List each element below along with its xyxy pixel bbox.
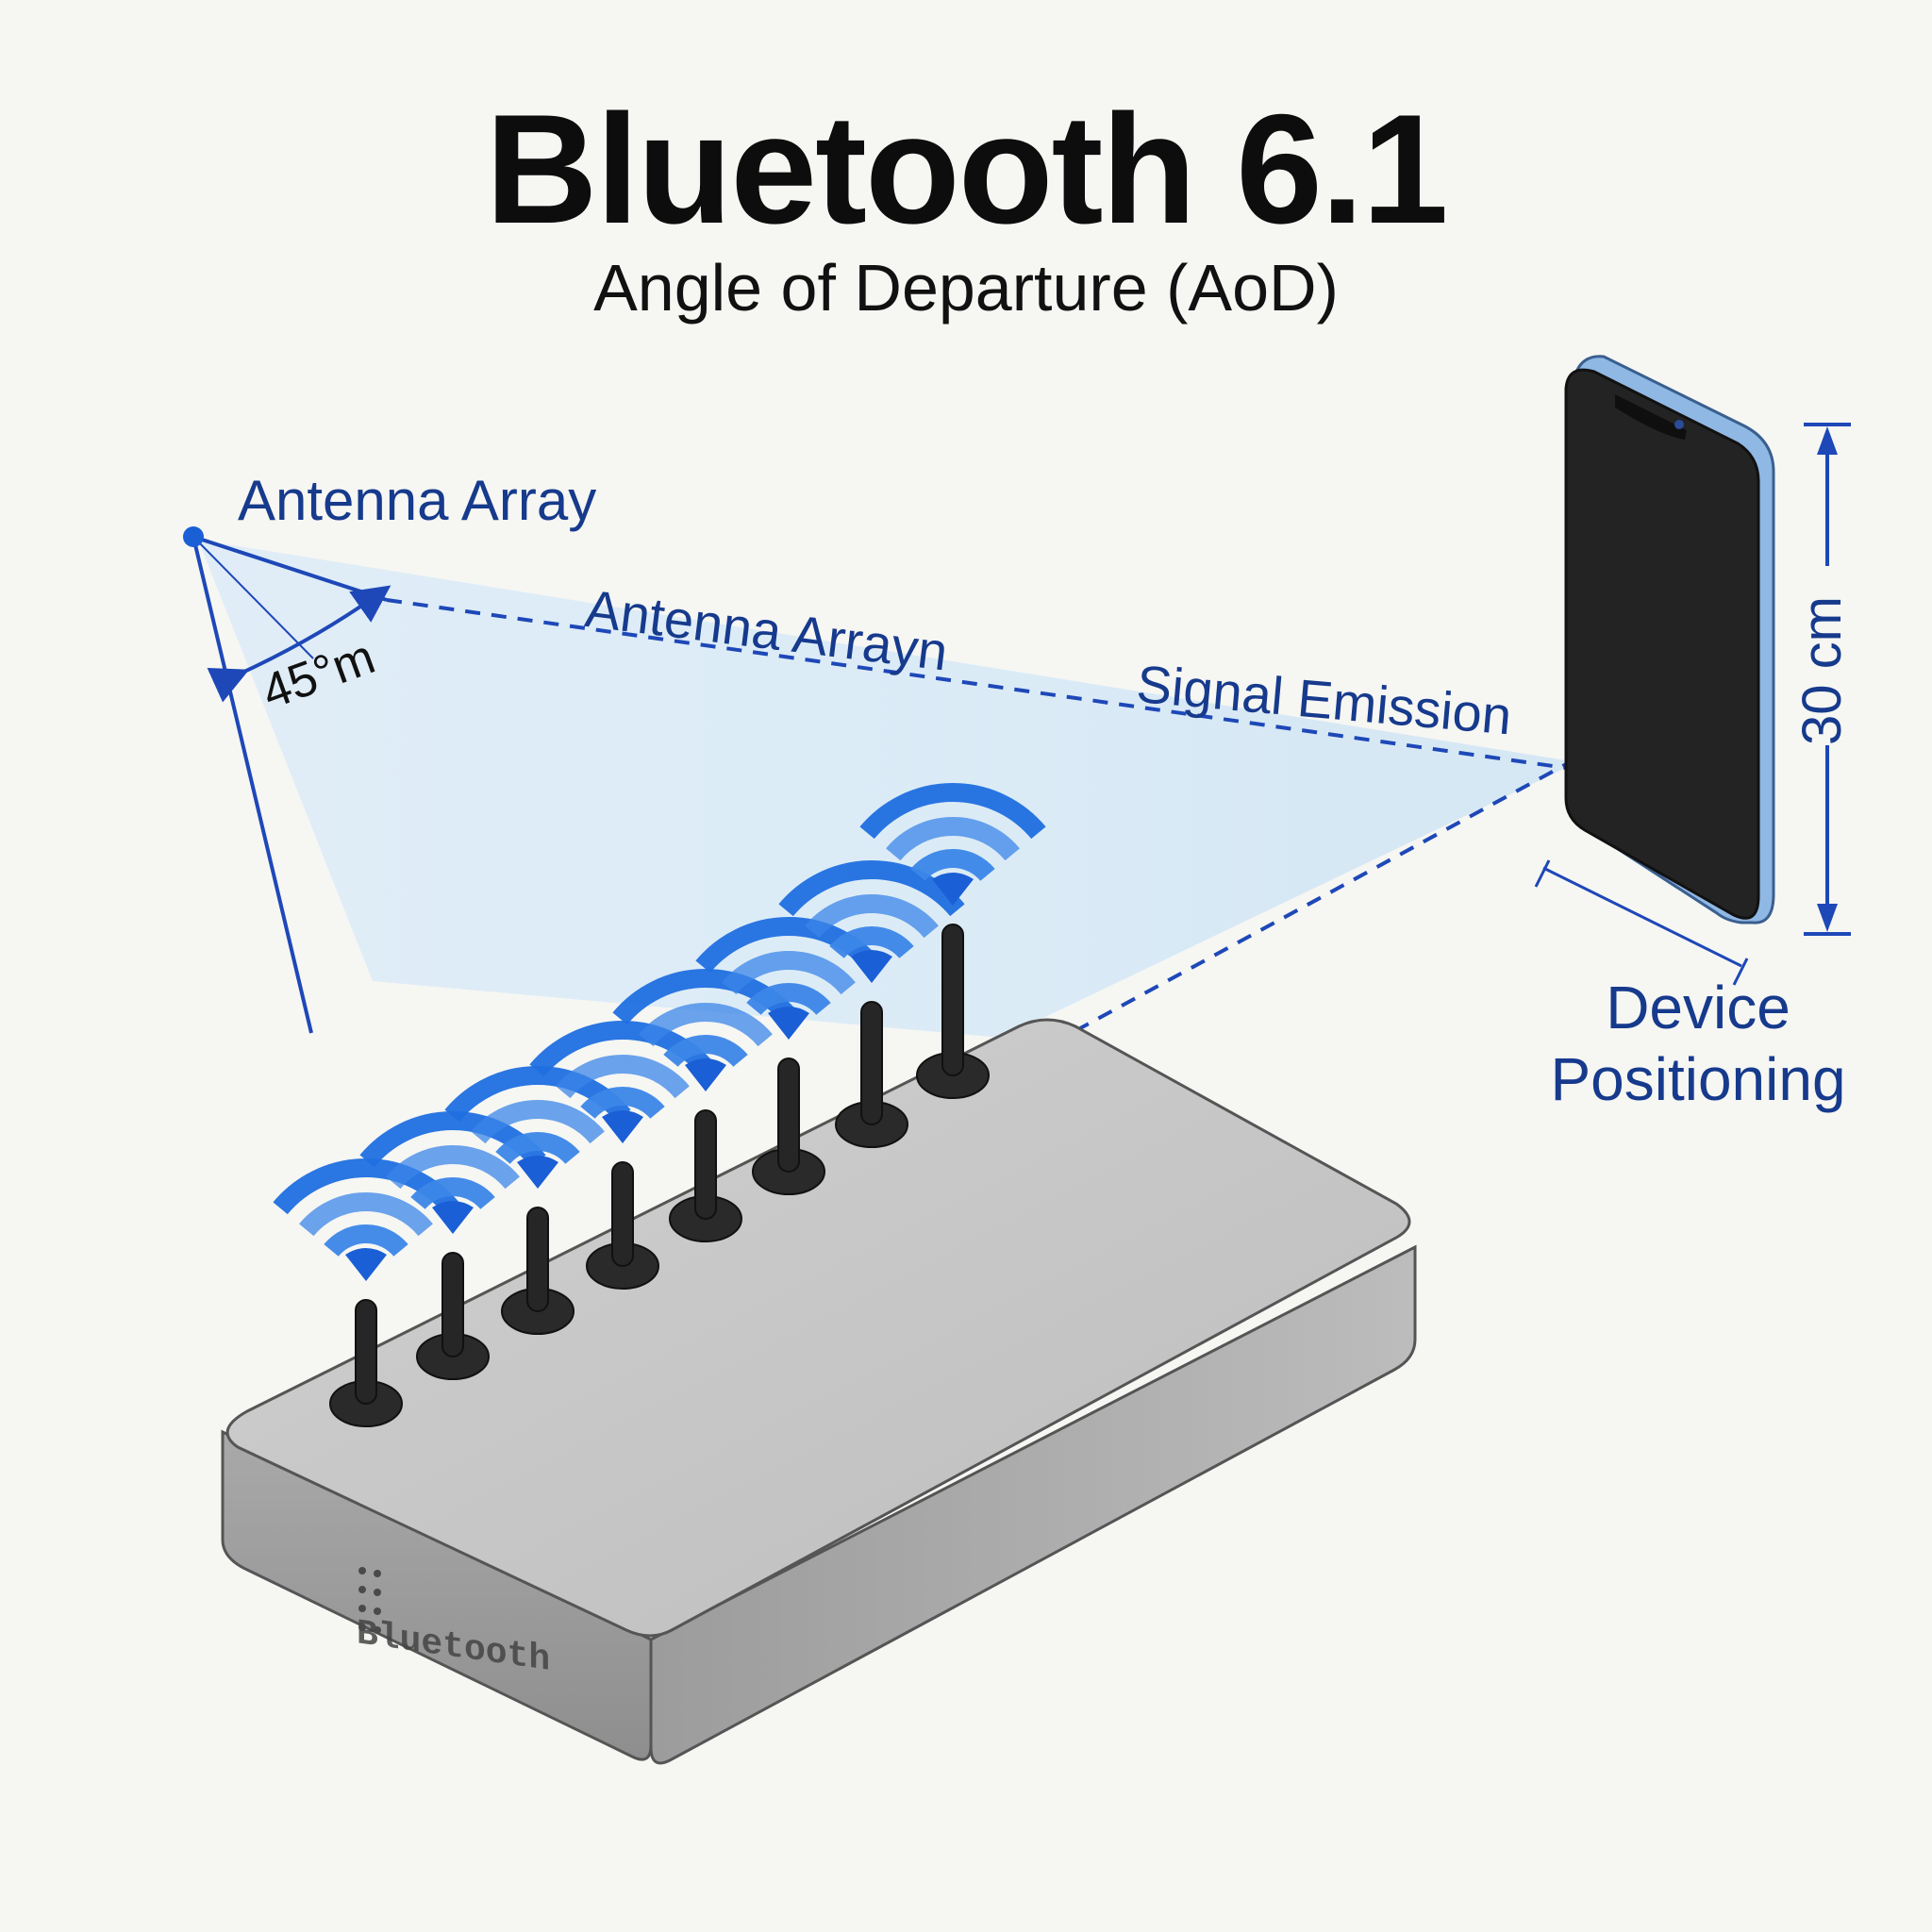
wave-icon [444,1066,631,1189]
antenna-array [329,924,990,1427]
vent-dots [358,1567,381,1634]
label-antenna-array: Antenna Array [238,469,597,532]
antenna [416,1252,490,1380]
box-top-face [225,1018,1411,1638]
antenna [669,1109,742,1242]
phone-camera-icon [1674,420,1684,429]
phone-notch [1615,394,1687,440]
positioning-dimension [1534,859,1749,986]
wave-icon [778,860,965,983]
wave-icon [859,783,1046,906]
phone [1564,355,1775,924]
height-dimension [1804,423,1851,936]
origin-point [183,526,204,547]
page-title: Bluetooth 6.1 [485,82,1448,256]
label-height: 30 cm [1791,596,1853,745]
antenna [501,1207,575,1335]
antenna [586,1161,659,1290]
phone-body [1564,368,1760,920]
antenna [752,1058,825,1195]
wave-icon [359,1111,546,1234]
box-side-face [649,1244,1417,1765]
angle-lines [192,535,1571,1071]
transmitter-box: Bluetooth [221,1018,1417,1765]
signal-waves [273,783,1046,1281]
antenna [916,924,990,1099]
page-subtitle: Angle of Departure (AoD) [593,251,1339,325]
label-device-positioning: Device Positioning [1550,974,1846,1113]
antenna [329,1299,403,1427]
antenna [835,1001,908,1148]
signal-beam [198,540,1577,1038]
